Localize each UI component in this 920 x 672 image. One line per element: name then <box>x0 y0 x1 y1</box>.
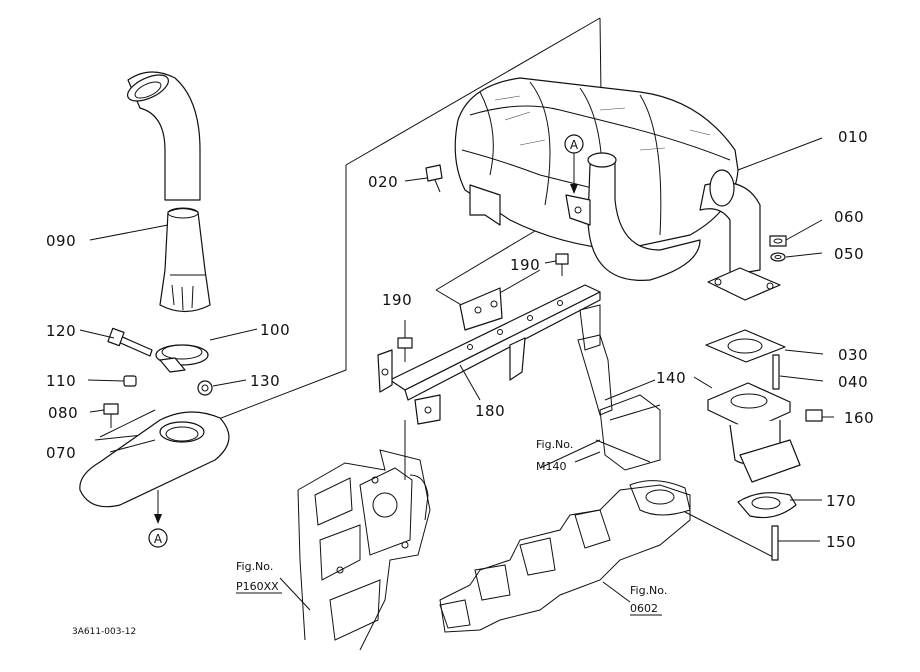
label-080: 080 <box>48 404 78 422</box>
fig-0602-title: Fig.No. <box>630 584 667 597</box>
figure-ref-0602: Fig.No. 0602 <box>630 584 667 616</box>
label-090: 090 <box>46 232 76 250</box>
engine-section <box>297 449 431 651</box>
label-070: 070 <box>46 444 76 462</box>
fig-m140-number: M140 <box>536 460 567 473</box>
marker-top-text: A <box>570 138 579 152</box>
clamp-assembly <box>107 327 213 396</box>
gasket-030 <box>705 329 786 363</box>
fig-p160xx-number: P160XX <box>236 580 279 593</box>
part-labels: 010 020 030 040 050 060 070 080 090 100 … <box>46 128 874 551</box>
bolt-020 <box>425 164 443 193</box>
bolt-190-upper <box>555 253 569 276</box>
fig-p160xx-title: Fig.No. <box>236 560 273 573</box>
support-column <box>577 304 661 471</box>
label-160: 160 <box>844 409 874 427</box>
label-180: 180 <box>475 402 505 420</box>
label-190-lower: 190 <box>382 291 412 309</box>
label-030: 030 <box>838 346 868 364</box>
reference-marker-top: A <box>564 134 584 194</box>
joint-140 <box>707 382 801 483</box>
support-bracket <box>377 284 601 425</box>
outlet-plate <box>79 409 230 508</box>
figure-ref-m140: Fig.No. M140 <box>536 438 573 473</box>
figure-ref-p160xx: Fig.No. P160XX <box>236 560 282 594</box>
leader-lines <box>79 137 834 611</box>
fig-0602-number: 0602 <box>630 602 658 615</box>
bolt-190-lower <box>397 337 413 362</box>
drawing-code: 3A611-003-12 <box>72 627 136 637</box>
gasket-170 <box>737 492 797 519</box>
label-110: 110 <box>46 372 76 390</box>
washer-050 <box>770 252 786 262</box>
marker-bottom-text: A <box>154 532 163 546</box>
exhaust-manifold <box>439 480 691 633</box>
label-020: 020 <box>368 173 398 191</box>
muffler <box>454 77 781 301</box>
label-010: 010 <box>838 128 868 146</box>
nut-060 <box>769 235 787 247</box>
reference-marker-bottom: A <box>148 490 168 548</box>
tail-pipe <box>127 71 211 313</box>
label-040: 040 <box>838 373 868 391</box>
label-140: 140 <box>656 369 686 387</box>
label-190-upper: 190 <box>510 256 540 274</box>
label-130: 130 <box>250 372 280 390</box>
label-050: 050 <box>834 245 864 263</box>
label-120: 120 <box>46 322 76 340</box>
label-150: 150 <box>826 533 856 551</box>
label-100: 100 <box>260 321 290 339</box>
stud-040 <box>772 354 780 390</box>
label-060: 060 <box>834 208 864 226</box>
stud-150 <box>771 525 779 561</box>
bolt-080 <box>103 403 119 428</box>
fig-m140-title: Fig.No. <box>536 438 573 451</box>
nut-160 <box>805 409 823 422</box>
label-170: 170 <box>826 492 856 510</box>
